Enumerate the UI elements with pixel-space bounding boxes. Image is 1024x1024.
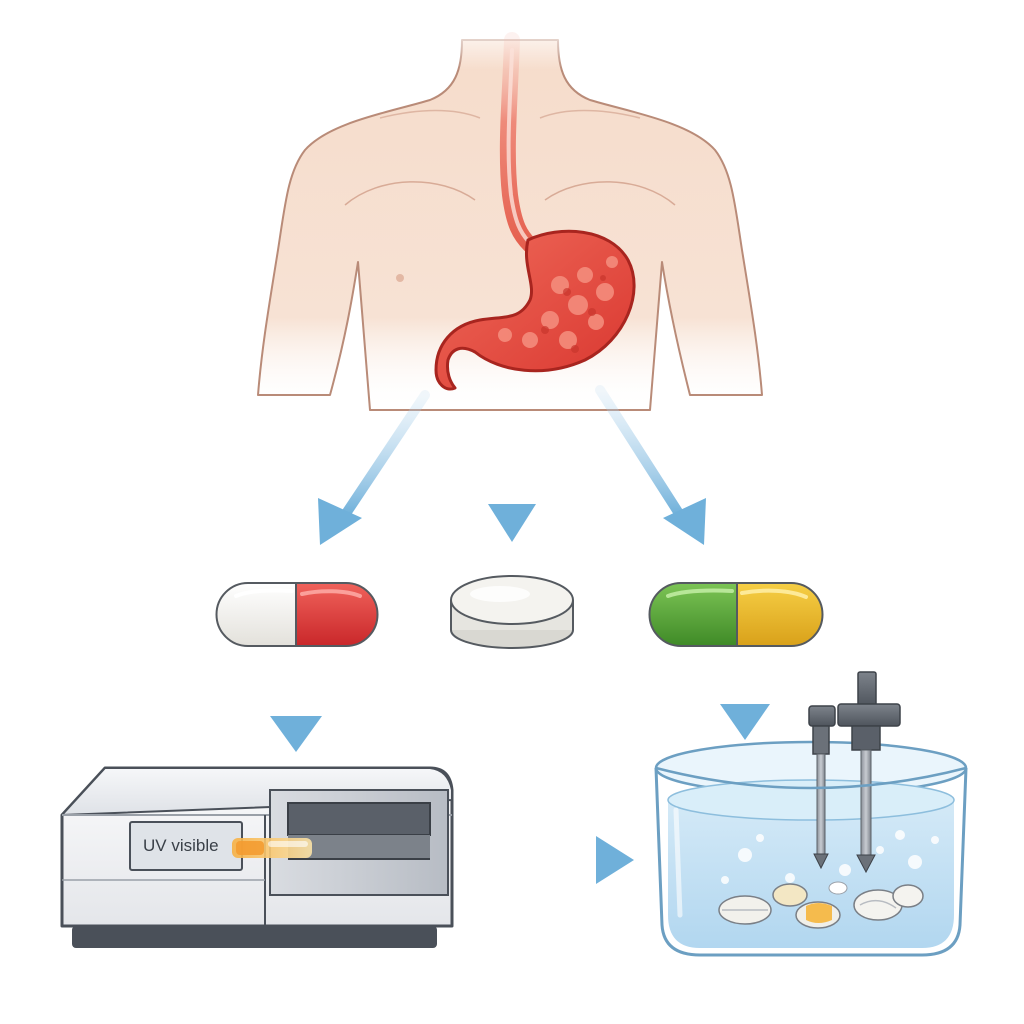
- bubbles: [721, 830, 939, 884]
- capsule-green-yellow: [648, 582, 824, 647]
- chest-contour: [344, 181, 476, 206]
- spectrophotometer-base: [72, 926, 437, 948]
- arrow-spectrophotometer-to-bath: [475, 836, 634, 884]
- stomach-rugae-shadow: [541, 275, 606, 353]
- spectrophotometer-icon: UV visible: [60, 766, 454, 948]
- esophagus-lumen: [506, 48, 531, 244]
- capsule-white-red: [215, 582, 379, 647]
- tablet: [450, 575, 574, 649]
- arrow-capsule-to-dissolution-bath: [720, 657, 770, 740]
- sample-slot: [287, 802, 431, 836]
- spectrophotometer-label: UV visible: [143, 836, 219, 855]
- sampling-probe-right: [837, 671, 901, 874]
- nipple: [396, 274, 404, 282]
- vessel-rim-front: [655, 766, 967, 790]
- clavicle: [379, 109, 481, 119]
- chest-contour: [544, 181, 676, 206]
- dissolution-bath-icon: [654, 671, 968, 957]
- sampling-probe-left: [808, 705, 836, 870]
- vessel-wall: [654, 767, 968, 957]
- arrow-body-to-capsule-left: [318, 390, 430, 545]
- arrow-body-to-tablet: [488, 385, 536, 542]
- water-surface: [667, 779, 955, 821]
- dissolving-tablets: [718, 881, 924, 929]
- arrow-body-to-capsule-right: [595, 385, 706, 545]
- clavicle: [539, 109, 641, 119]
- stomach-rugae: [498, 256, 618, 349]
- torso-stomach-icon: [257, 20, 763, 411]
- arrow-capsule-to-spectrophotometer: [270, 660, 322, 752]
- cuvette: [232, 838, 312, 858]
- vessel-shine: [673, 807, 683, 918]
